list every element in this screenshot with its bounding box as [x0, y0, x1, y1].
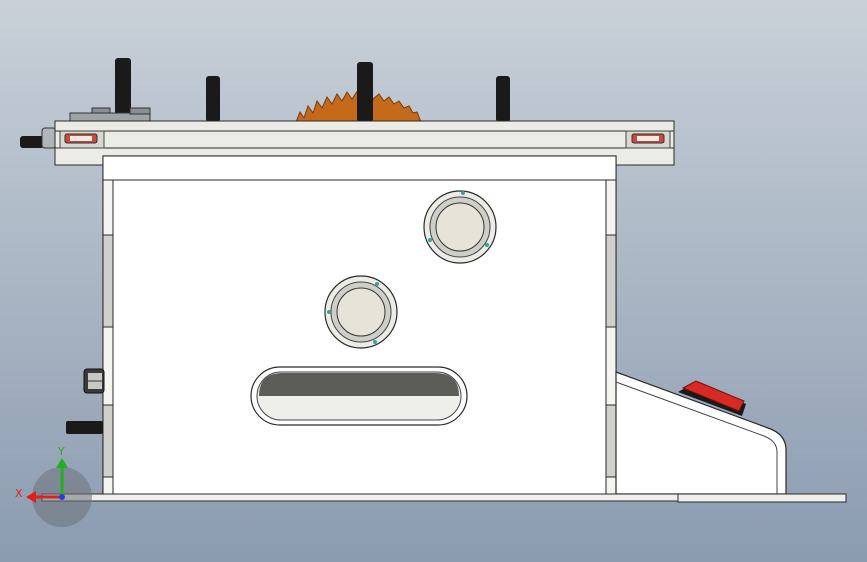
power-switch[interactable] [678, 380, 746, 416]
left-side-bar [66, 421, 103, 434]
post-2 [206, 76, 220, 122]
top-posts [115, 58, 510, 122]
lower-knob [324, 275, 398, 349]
base-plate [41, 493, 847, 503]
fence-handle [20, 127, 57, 149]
saw-body [102, 155, 617, 496]
coordinate-triad: Y X [15, 445, 92, 527]
x-axis-label: X [15, 487, 23, 500]
y-axis-label: Y [57, 445, 65, 458]
upper-knob [423, 190, 497, 264]
side-knob [83, 368, 105, 394]
switch-housing [615, 371, 787, 495]
post-1 [115, 58, 131, 120]
post-3 [357, 62, 373, 122]
z-axis-dot [59, 494, 65, 500]
post-4 [496, 76, 510, 122]
slot-opening [250, 366, 468, 426]
fence-bracket [69, 107, 151, 123]
